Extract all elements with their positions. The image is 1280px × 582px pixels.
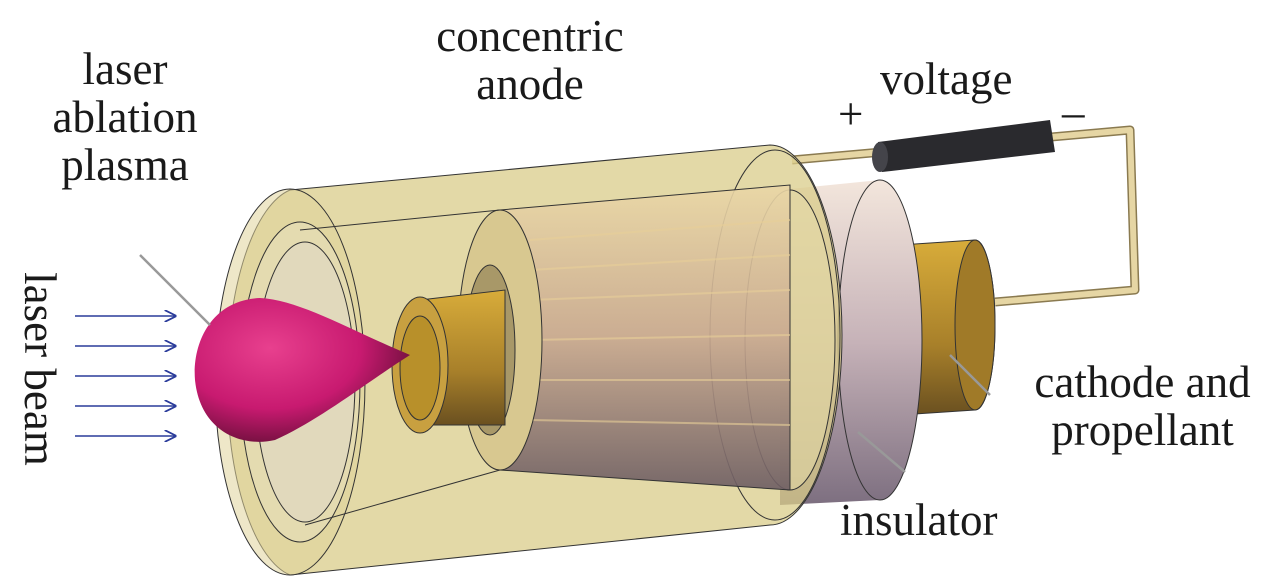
label-line: plasma [61, 140, 189, 190]
resistor [872, 120, 1055, 172]
label-laser-beam: laser beam [15, 272, 65, 466]
pointer-lines [139, 254, 991, 473]
laser-ablation-plasma [194, 298, 410, 442]
laser-beam-arrows [75, 316, 175, 436]
cathode [899, 239, 996, 416]
cathode-rod [391, 289, 506, 434]
label-insulator: insulator [840, 495, 998, 545]
label-cathode-and-propellant: cathode and propellant [1005, 358, 1280, 454]
label-line: anode [476, 59, 584, 109]
label-plus: + [838, 89, 864, 139]
label-line: ablation [52, 92, 198, 142]
label-laser-ablation-plasma: laser ablation plasma [20, 45, 230, 189]
label-line: laser [82, 44, 168, 94]
label-line: cathode and [1034, 357, 1251, 407]
label-line: propellant [1051, 405, 1234, 455]
label-minus: – [1062, 87, 1085, 137]
label-line: concentric [436, 11, 624, 61]
label-voltage: voltage [880, 54, 1013, 104]
label-concentric-anode: concentric anode [410, 12, 650, 108]
